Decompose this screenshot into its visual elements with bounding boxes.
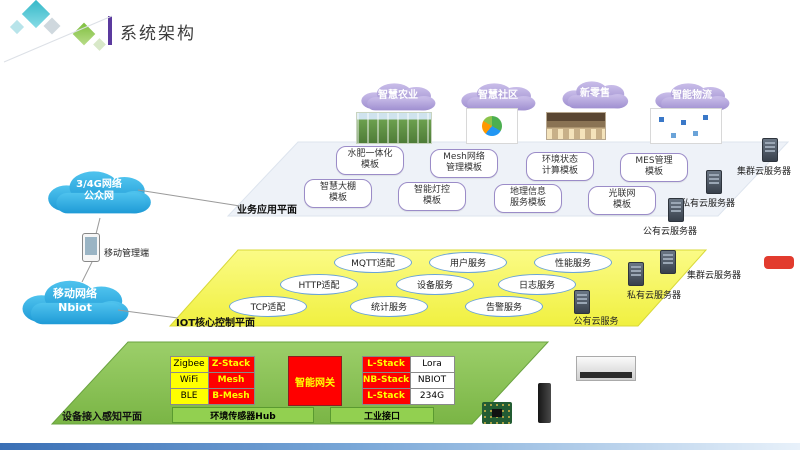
iot-plane-label: IOT核心控制平面 — [176, 318, 256, 329]
cloud-icon — [655, 83, 730, 111]
server-icon — [574, 290, 590, 314]
retail-thumbnail — [546, 112, 606, 140]
table-cell: Zigbee — [169, 355, 209, 373]
smart-gateway-box: 智能网关 — [288, 356, 342, 406]
service-mqtt-adapter: MQTT适配 — [334, 252, 412, 273]
cloud-smart-agriculture: 智慧农业 — [354, 78, 442, 114]
cloud-label: 智能物流 — [672, 89, 712, 101]
table-cell: WiFi — [169, 371, 209, 389]
template-greenhouse: 智慧大棚 模板 — [304, 179, 372, 208]
red-badge — [764, 256, 794, 269]
table-cell: NB-Stack — [361, 371, 411, 389]
service-http-adapter: HTTP适配 — [280, 274, 358, 295]
server-label-public-top: 公有云服务器 — [642, 227, 697, 237]
cloud-label: 移动网络 Nbiot — [53, 287, 97, 314]
cloud-smart-community: 智慧社区 — [454, 78, 542, 114]
cloud-label: 新零售 — [580, 87, 610, 99]
title-accent-bar — [108, 16, 112, 45]
table-cell: NBIOT — [409, 371, 455, 389]
connector-public-to-terminal — [95, 217, 101, 235]
cloud-icon — [22, 280, 129, 325]
network-nodes-icon — [659, 117, 664, 122]
template-mes: MES管理 模板 — [620, 153, 688, 182]
agriculture-thumbnail — [356, 112, 432, 144]
server-label-cluster-mid: 集群云服务器 — [686, 271, 741, 281]
pie-chart-icon — [482, 116, 502, 136]
device-plane-label: 设备接入感知平面 — [62, 412, 142, 423]
industrial-interface-bar: 工业接口 — [330, 407, 434, 423]
template-gis: 地理信息 服务模板 — [494, 184, 562, 213]
table-cell: 234G — [409, 387, 455, 405]
deco-diamond-green — [72, 22, 96, 46]
cloud-new-retail: 新零售 — [556, 76, 634, 112]
server-icon — [762, 138, 778, 162]
circuit-board-image — [482, 402, 512, 424]
deco-diamond-small-teal — [9, 19, 25, 35]
page-title: 系统架构 — [120, 24, 196, 44]
cloud-icon — [562, 81, 629, 109]
sensor-hub-bar: 环境传感器Hub — [172, 407, 314, 423]
service-log: 日志服务 — [498, 274, 576, 295]
table-cell: B-Mesh — [207, 387, 255, 405]
cloud-icon — [48, 171, 151, 214]
cloud-label: 智慧农业 — [378, 89, 418, 101]
table-cell: L-Stack — [361, 387, 411, 405]
template-mesh-network: Mesh网络 管理模板 — [430, 149, 498, 178]
server-label-public-mid: 公有云服务 — [573, 317, 619, 327]
phone-icon — [82, 233, 100, 262]
business-plane-label: 业务应用平面 — [237, 205, 297, 216]
service-user: 用户服务 — [429, 252, 507, 273]
service-alarm: 告警服务 — [465, 296, 543, 317]
template-optical-net: 光联网 模板 — [588, 186, 656, 215]
server-label-private-mid: 私有云服务器 — [626, 291, 681, 301]
template-smart-light: 智能灯控 模板 — [398, 182, 466, 211]
server-icon — [706, 170, 722, 194]
template-water-fertilizer: 水肥一体化 模板 — [336, 146, 404, 175]
deco-diamond-gray — [43, 17, 61, 35]
table-cell: Lora — [409, 355, 455, 373]
logistics-thumbnail — [650, 108, 722, 144]
table-cell: BLE — [169, 387, 209, 405]
cloud-icon — [461, 83, 536, 111]
server-icon — [660, 250, 676, 274]
server-icon — [668, 198, 684, 222]
mobile-terminal-label: 移动管理端 — [104, 249, 150, 259]
service-performance: 性能服务 — [534, 252, 612, 273]
bottom-gradient-bar — [0, 443, 800, 450]
table-cell: L-Stack — [361, 355, 411, 373]
cloud-smart-logistics: 智能物流 — [648, 78, 736, 114]
community-thumbnail — [466, 108, 518, 144]
protocol-table-right: L-Stack Lora NB-Stack NBIOT L-Stack 234G — [361, 355, 455, 405]
router-device-image — [576, 356, 636, 381]
service-statistics: 统计服务 — [350, 296, 428, 317]
deco-diamond-small-green — [93, 38, 106, 51]
template-env-status: 环境状态 计算模板 — [526, 152, 594, 181]
table-cell: Mesh — [207, 371, 255, 389]
service-device: 设备服务 — [396, 274, 474, 295]
server-icon — [628, 262, 644, 286]
cloud-label: 3/4G网络 公众网 — [76, 178, 122, 203]
cloud-label: 智慧社区 — [478, 89, 518, 101]
server-label-cluster-top: 集群云服务器 — [736, 167, 791, 177]
protocol-table-left: Zigbee Z-Stack WiFi Mesh BLE B-Mesh — [169, 355, 255, 405]
cloud-icon — [361, 83, 436, 111]
modem-device-image — [538, 383, 551, 423]
cloud-nbiot-network: 移动网络 Nbiot — [12, 272, 138, 330]
table-cell: Z-Stack — [207, 355, 255, 373]
cloud-public-network: 3/4G网络 公众网 — [38, 163, 160, 219]
